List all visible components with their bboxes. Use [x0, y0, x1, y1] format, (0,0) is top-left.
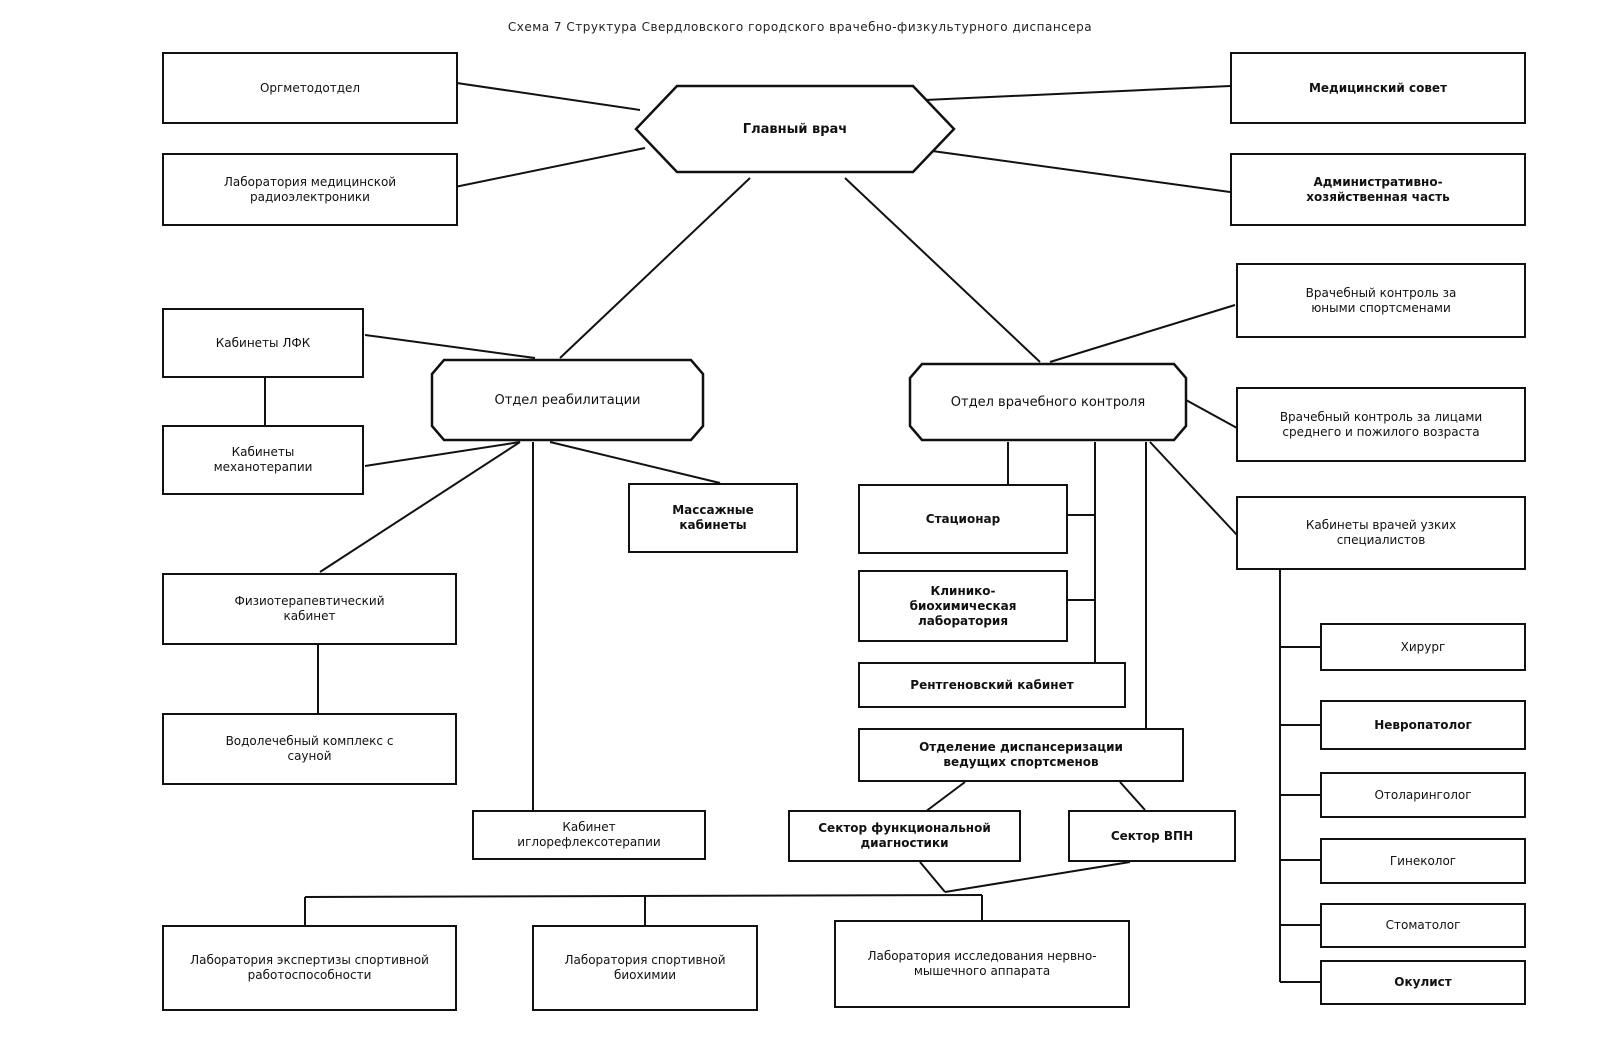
hospital-label: Стационар — [925, 511, 1001, 526]
neuromuscular-lab: Лаборатория исследования нервно-мышечног… — [834, 920, 1130, 1008]
acupuncture-label: Кабинет иглорефлексотерапии — [517, 820, 661, 849]
doctor-label: Стоматолог — [1385, 918, 1461, 932]
medical-council: Медицинский совет — [1230, 52, 1526, 124]
acupuncture-room: Кабинет иглорефлексотерапии — [472, 810, 706, 860]
dispensary-unit: Отделение диспансеризации ведущих спортс… — [858, 728, 1184, 782]
hospital-unit: Стационар — [858, 484, 1068, 554]
head-physician-label: Главный врач — [742, 121, 848, 137]
hydrotherapy-label: Водолечебный комплекс с сауной — [225, 734, 394, 763]
young-athletes-control: Врачебный контроль за юными спортсменами — [1236, 263, 1526, 338]
doctor-label: Хирург — [1400, 639, 1446, 654]
dispensary-label: Отделение диспансеризации ведущих спортс… — [919, 740, 1123, 769]
radioelectronics-lab-label: Лаборатория медицинской радиоэлектроники — [223, 174, 397, 204]
clinical-biochem-lab: Клинико-биохимическая лаборатория — [858, 570, 1068, 642]
young-athletes-label: Врачебный контроль за юными спортсменами — [1305, 285, 1457, 315]
doctor-label: Гинеколог — [1389, 853, 1457, 868]
admin-department-label: Административно-хозяйственная часть — [1306, 174, 1450, 204]
lfk-rooms: Кабинеты ЛФК — [162, 308, 364, 378]
diagram-title: Схема 7 Структура Свердловского городско… — [507, 20, 1093, 34]
xray-label: Рентгеновский кабинет — [910, 677, 1074, 692]
doctor-label: Окулист — [1394, 975, 1452, 989]
radioelectronics-lab: Лаборатория медицинской радиоэлектроники — [162, 153, 458, 226]
middle-aged-label: Врачебный контроль за лицами среднего и … — [1279, 409, 1483, 439]
org-methods-label: Оргметодотдел — [259, 80, 361, 95]
sport-biochem-label: Лаборатория спортивной биохимии — [564, 953, 726, 982]
xray-room: Рентгеновский кабинет — [858, 662, 1126, 708]
doctor-label: Невропатолог — [1374, 717, 1472, 732]
middle-aged-control: Врачебный контроль за лицами среднего и … — [1236, 387, 1526, 462]
medical-control-label: Отдел врачебного контроля — [950, 394, 1146, 410]
neuromuscular-label: Лаборатория исследования нервно-мышечног… — [867, 949, 1097, 978]
head-physician-node: Главный врач — [632, 84, 958, 174]
mechanotherapy-label: Кабинеты механотерапии — [213, 445, 313, 474]
vpn-sector-label: Сектор ВПН — [1110, 828, 1194, 843]
clinical-lab-label: Клинико-биохимическая лаборатория — [909, 583, 1017, 628]
specialists-label: Кабинеты врачей узких специалистов — [1305, 518, 1457, 547]
doctor-box-gynecologist: Гинеколог — [1320, 838, 1526, 884]
org-methods-department: Оргметодотдел — [162, 52, 458, 124]
sport-biochem-lab: Лаборатория спортивной биохимии — [532, 925, 758, 1011]
expertise-lab: Лаборатория экспертизы спортивной работо… — [162, 925, 457, 1011]
massage-rooms-label: Массажные кабинеты — [672, 503, 754, 532]
medical-council-label: Медицинский совет — [1308, 80, 1448, 95]
expertise-lab-label: Лаборатория экспертизы спортивной работо… — [190, 953, 429, 982]
vpn-sector: Сектор ВПН — [1068, 810, 1236, 862]
specialists-rooms: Кабинеты врачей узких специалистов — [1236, 496, 1526, 570]
hydrotherapy-complex: Водолечебный комплекс с сауной — [162, 713, 457, 785]
doctor-box-surgeon: Хирург — [1320, 623, 1526, 671]
rehab-department-node: Отдел реабилитации — [430, 358, 705, 442]
doctor-label: Отоларинголог — [1374, 787, 1472, 802]
doctor-box-dentist: Стоматолог — [1320, 903, 1526, 948]
medical-control-department-node: Отдел врачебного контроля — [908, 362, 1188, 442]
functional-diagnostics-label: Сектор функциональной диагностики — [818, 821, 991, 850]
admin-department: Административно-хозяйственная часть — [1230, 153, 1526, 226]
physiotherapy-label: Физиотерапевтический кабинет — [234, 594, 385, 623]
rehab-department-label: Отдел реабилитации — [494, 392, 641, 408]
doctor-box-ophthalmologist: Окулист — [1320, 960, 1526, 1005]
massage-rooms: Массажные кабинеты — [628, 483, 798, 553]
lfk-rooms-label: Кабинеты ЛФК — [215, 335, 311, 350]
doctor-box-ent: Отоларинголог — [1320, 772, 1526, 818]
physiotherapy-room: Физиотерапевтический кабинет — [162, 573, 457, 645]
doctor-box-neurologist: Невропатолог — [1320, 700, 1526, 750]
functional-diagnostics-sector: Сектор функциональной диагностики — [788, 810, 1021, 862]
mechanotherapy-rooms: Кабинеты механотерапии — [162, 425, 364, 495]
